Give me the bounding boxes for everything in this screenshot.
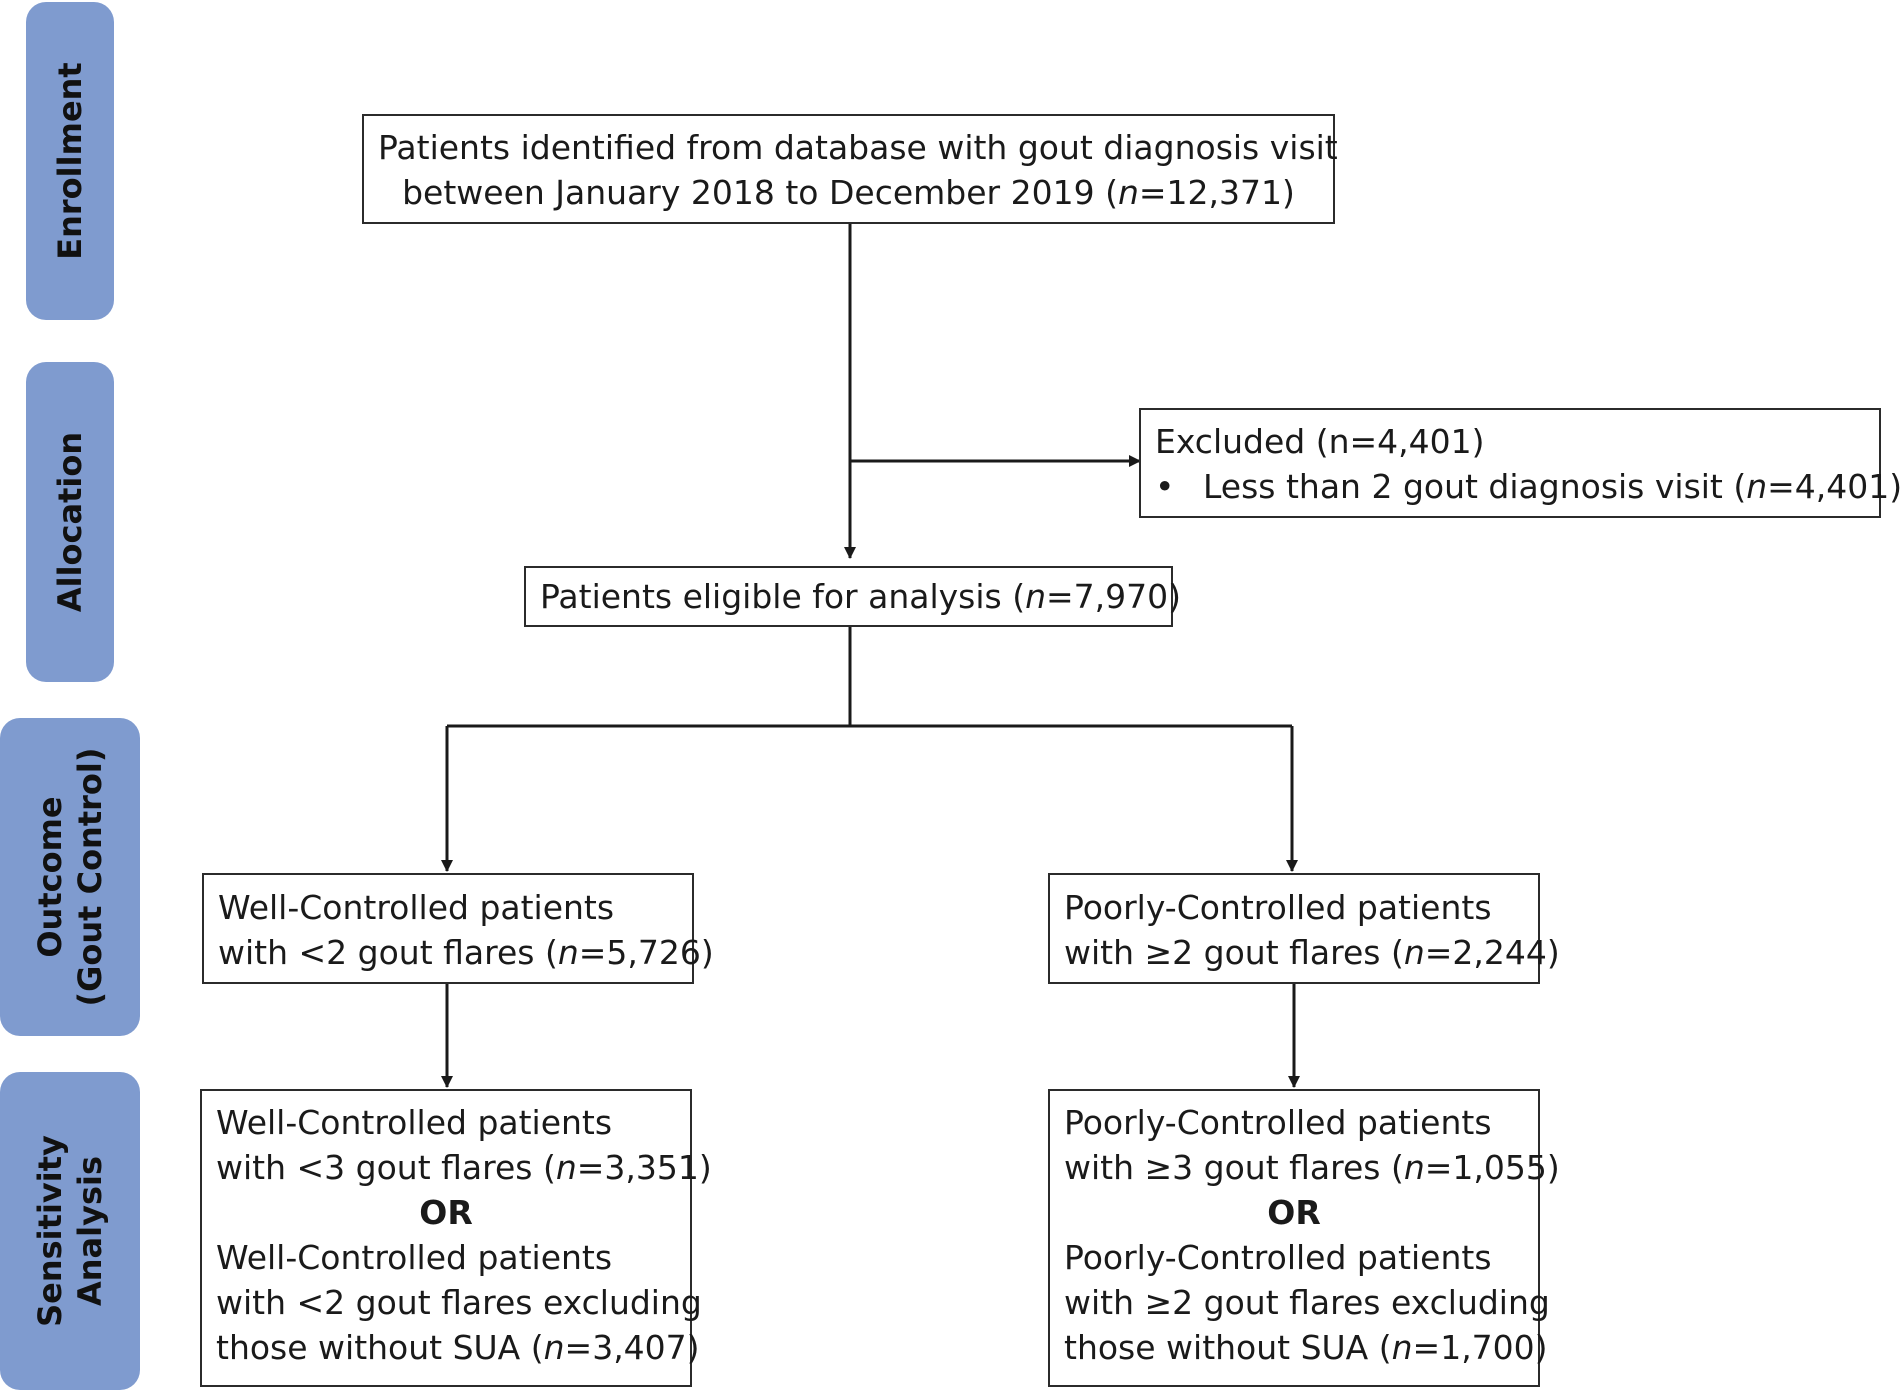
well-sensitivity-line-1: Well-Controlled patients xyxy=(216,1103,613,1142)
stage-tab-enrollment: Enrollment xyxy=(26,2,114,320)
well-sensitivity-box: Well-Controlled patients with <3 gout fl… xyxy=(200,1089,712,1387)
identified-box: Patients identified from database with g… xyxy=(362,114,1338,224)
poorly-controlled-line-2: with ≥2 gout flares (n=2,244) xyxy=(1064,933,1560,972)
eligible-text: Patients eligible for analysis (n=7,970) xyxy=(540,577,1182,616)
well-controlled-box: Well-Controlled patients with <2 gout fl… xyxy=(202,873,714,984)
stage-tab-sensitivity: Sensitivity Analysis xyxy=(0,1072,140,1390)
poorly-sensitivity-line-3: Poorly-Controlled patients xyxy=(1064,1238,1492,1277)
poorly-sensitivity-line-5: those without SUA (n=1,700) xyxy=(1064,1328,1548,1367)
poorly-sensitivity-or: OR xyxy=(1267,1193,1321,1232)
identified-line-2: between January 2018 to December 2019 (n… xyxy=(402,173,1295,212)
stage-tab-allocation: Allocation xyxy=(26,362,114,682)
well-sensitivity-line-2: with <3 gout flares (n=3,351) xyxy=(216,1148,712,1187)
well-controlled-line-1: Well-Controlled patients xyxy=(218,888,615,927)
poorly-sensitivity-line-4: with ≥2 gout flares excluding xyxy=(1064,1283,1550,1322)
poorly-sensitivity-line-1: Poorly-Controlled patients xyxy=(1064,1103,1492,1142)
well-sensitivity-line-5: those without SUA (n=3,407) xyxy=(216,1328,700,1367)
well-sensitivity-line-3: Well-Controlled patients xyxy=(216,1238,613,1277)
eligible-box: Patients eligible for analysis (n=7,970) xyxy=(524,566,1182,627)
poorly-sensitivity-line-2: with ≥3 gout flares (n=1,055) xyxy=(1064,1148,1560,1187)
well-controlled-line-2: with <2 gout flares (n=5,726) xyxy=(218,933,714,972)
poorly-controlled-box: Poorly-Controlled patients with ≥2 gout … xyxy=(1048,873,1560,984)
well-sensitivity-line-4: with <2 gout flares excluding xyxy=(216,1283,702,1322)
stage-tab-outcome: Outcome (Gout Control) xyxy=(0,718,140,1036)
poorly-sensitivity-box: Poorly-Controlled patients with ≥3 gout … xyxy=(1048,1089,1560,1387)
excluded-title: Excluded (n=4,401) xyxy=(1155,422,1485,461)
well-sensitivity-or: OR xyxy=(419,1193,473,1232)
excluded-reason: •Less than 2 gout diagnosis visit (n=4,4… xyxy=(1155,464,1902,509)
excluded-box: Excluded (n=4,401) •Less than 2 gout dia… xyxy=(1139,408,1902,518)
poorly-controlled-line-1: Poorly-Controlled patients xyxy=(1064,888,1492,927)
bullet-icon: • xyxy=(1155,467,1175,506)
identified-line-1: Patients identified from database with g… xyxy=(378,128,1338,167)
